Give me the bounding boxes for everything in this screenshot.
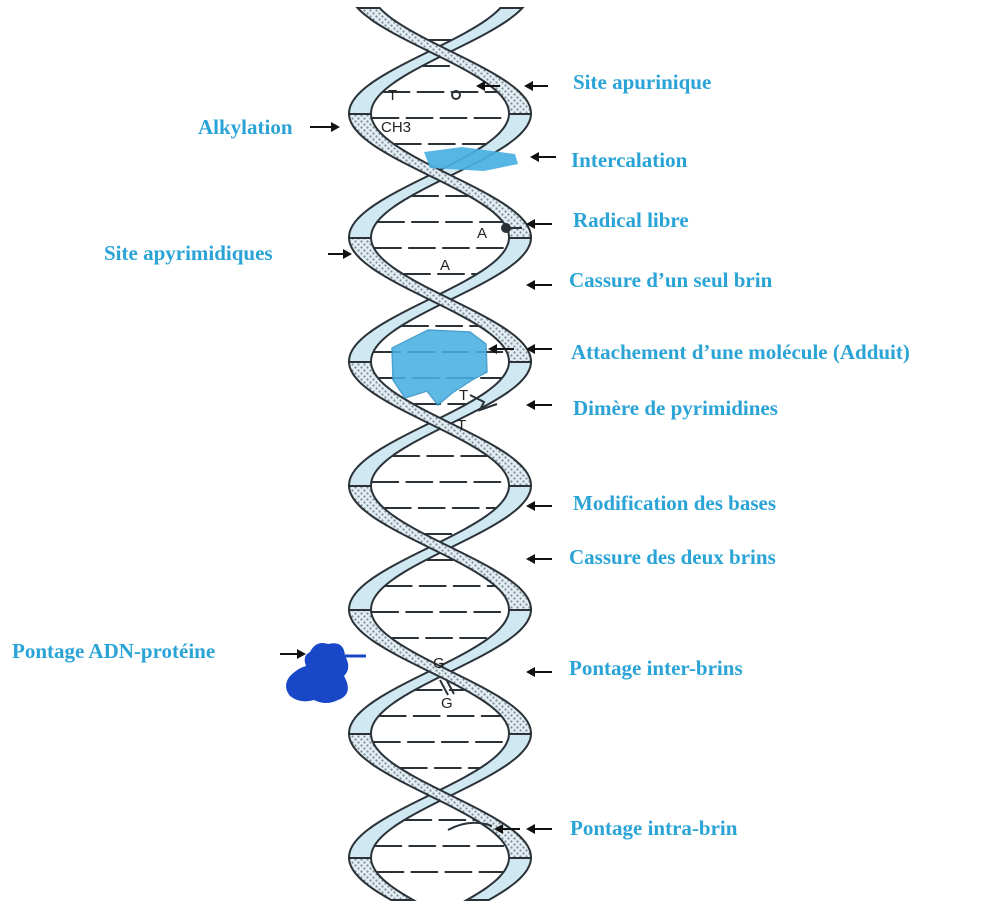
backbone-strand-b <box>349 8 522 114</box>
base-letter-a: A <box>477 225 487 242</box>
free-radical-dot <box>502 224 510 232</box>
arrow-icon <box>310 122 340 132</box>
protein-blob-icon <box>286 643 348 703</box>
label-site-apurinique: Site apurinique <box>573 70 711 94</box>
label-cassure-deux-brins: Cassure des deux brins <box>569 545 776 569</box>
arrow-icon <box>530 152 556 162</box>
dimer-base-t: T <box>457 417 466 434</box>
arrow-icon <box>526 219 552 229</box>
label-radical-libre: Radical libre <box>573 208 689 232</box>
arrow-icon <box>524 81 548 91</box>
backbone-strand-b <box>349 858 413 900</box>
backbone-strand-a <box>358 8 531 114</box>
base-letter-t: T <box>388 87 397 104</box>
label-dimere-pyrimidines: Dimère de pyrimidines <box>573 396 778 420</box>
base-letter-a: A <box>440 257 450 274</box>
methyl-group-label: CH3 <box>381 119 411 136</box>
arrow-icon <box>526 554 552 564</box>
arrow-icon <box>526 501 552 511</box>
label-modification-bases: Modification des bases <box>573 491 776 515</box>
arrow-icon <box>328 249 352 259</box>
label-alkylation: Alkylation <box>198 115 293 139</box>
label-adduit: Attachement d’une molécule (Adduit) <box>571 340 910 364</box>
label-intercalation: Intercalation <box>571 148 687 172</box>
arrow-icon <box>526 667 552 677</box>
label-pontage-inter-brins: Pontage inter-brins <box>569 656 743 680</box>
label-pontage-adn-proteine: Pontage ADN-protéine <box>12 639 215 663</box>
crosslinked-base-g: G <box>433 655 445 672</box>
arrow-icon <box>526 824 552 834</box>
intercalation-molecule <box>424 147 518 171</box>
dimer-base-t: T <box>459 387 468 404</box>
crosslinked-base-g: G <box>441 695 453 712</box>
label-pontage-intra-brin: Pontage intra-brin <box>570 816 737 840</box>
arrow-icon <box>526 400 552 410</box>
adduct-blob-icon <box>392 330 487 405</box>
label-site-apyrimidiques: Site apyrimidiques <box>104 241 273 265</box>
arrow-icon <box>526 280 552 290</box>
label-cassure-un-brin: Cassure d’un seul brin <box>569 268 772 292</box>
backbone-strand-a <box>467 858 531 900</box>
arrow-icon <box>280 649 306 659</box>
